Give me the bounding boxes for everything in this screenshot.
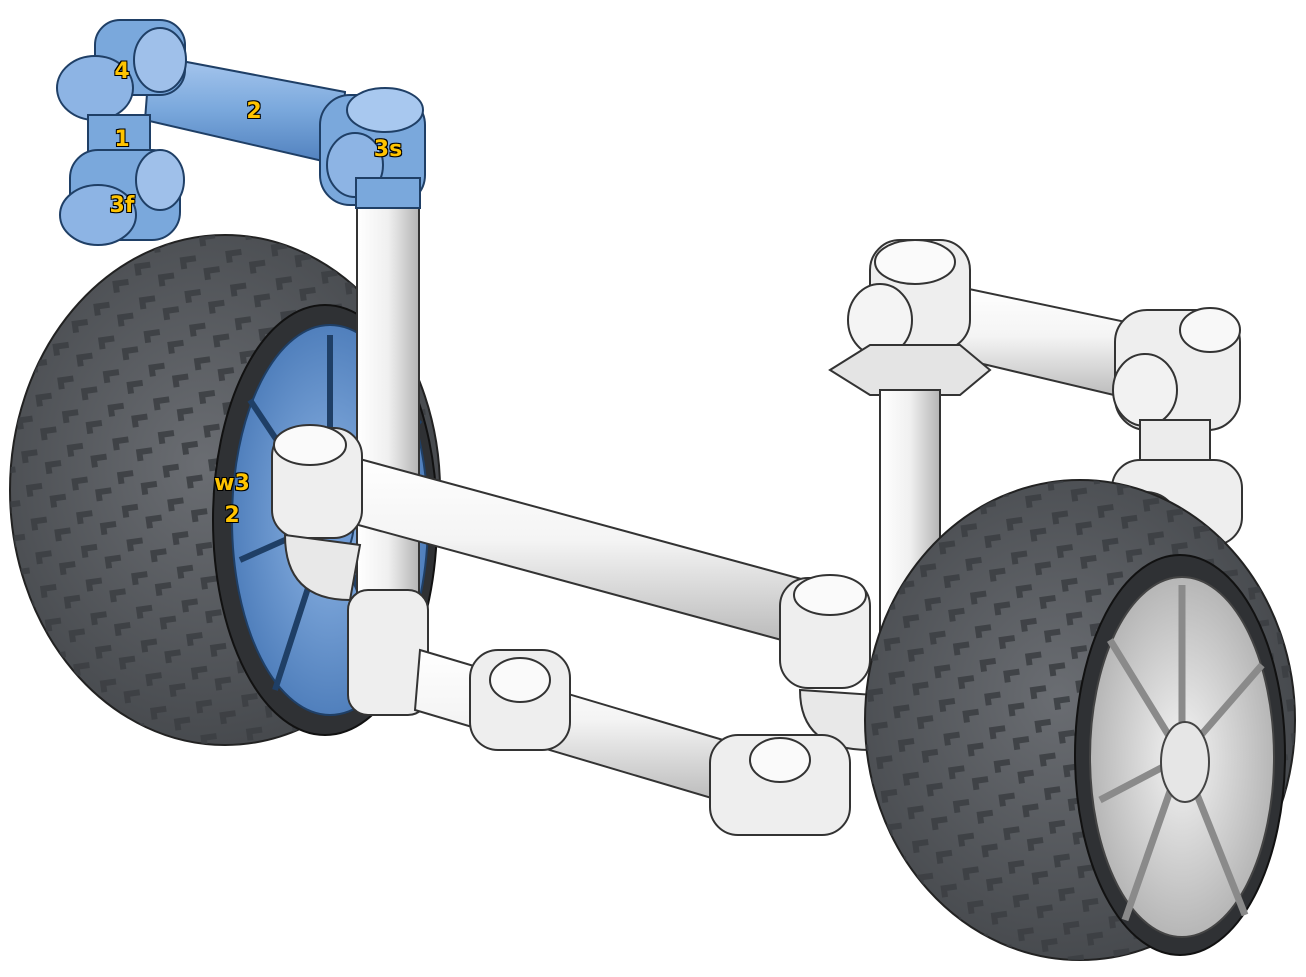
blue-handle-assembly bbox=[56, 19, 426, 246]
gear bbox=[828, 344, 992, 396]
lower-rod-assembly bbox=[347, 589, 851, 836]
label-part-2-wheel: 2 bbox=[224, 503, 240, 528]
label-part-2-top: 2 bbox=[246, 99, 262, 124]
right-upper-assembly bbox=[828, 239, 1243, 641]
label-part-4: 4 bbox=[114, 59, 130, 84]
label-part-3s: 3s bbox=[373, 137, 403, 162]
right-wheel bbox=[864, 479, 1296, 961]
label-part-1: 1 bbox=[114, 127, 130, 152]
label-part-3f: 3f bbox=[109, 193, 135, 218]
middle-long-rod bbox=[271, 424, 877, 752]
left-vertical-rod bbox=[356, 194, 420, 666]
label-part-w3: w3 bbox=[214, 471, 251, 496]
